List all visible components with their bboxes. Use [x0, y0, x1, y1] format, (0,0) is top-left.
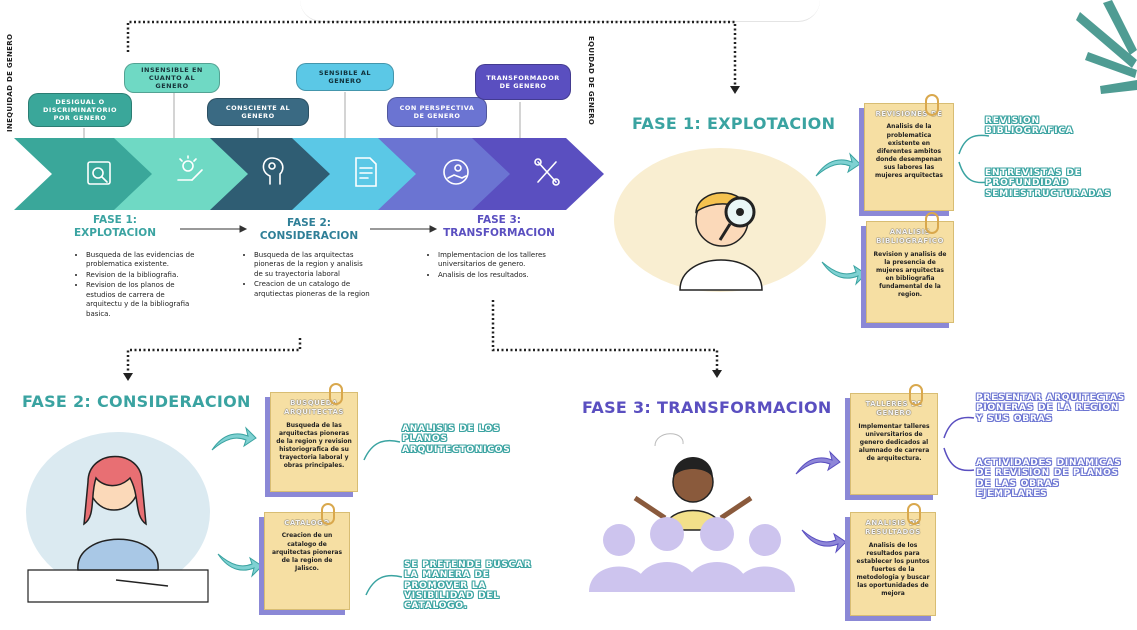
fase3-note-1: TALLERES DE GENERO Implementar talleres … — [850, 384, 938, 495]
document-icon — [355, 157, 377, 187]
fase3-note-2: ANALISIS DE RESULTADOS Analisis de los r… — [850, 503, 936, 616]
fase2-note-1: BUSQUEDA ARQUITECTAS Busqueda de las arq… — [270, 383, 358, 492]
squiggle-arrows — [365, 574, 403, 596]
summary-phase-2-list: Busqueda de las arquitectas pioneras de … — [244, 251, 372, 300]
summary-phase-3-list: Implementacion de los talleres universit… — [428, 251, 568, 281]
fase1-illustration — [614, 148, 826, 292]
squiggle-arrows — [363, 439, 401, 461]
fase2-outcome-2: SE PRETENDE BUSCAR LA MANERA DE PROMOVER… — [404, 560, 532, 612]
paperclip-icon — [909, 384, 923, 406]
fase3-title: FASE 3: TRANSFORMACION — [582, 398, 832, 417]
arrow-icon — [801, 529, 847, 554]
idea-pencil-icon — [177, 155, 203, 181]
list-item: Busqueda de las arquitectas pioneras de … — [254, 251, 372, 279]
squiggle-arrows — [958, 134, 990, 184]
arrow-icon — [821, 261, 867, 286]
list-item: Implementacion de los talleres universit… — [438, 251, 568, 270]
list-item: Analisis de los resultados. — [438, 271, 568, 280]
chevron-band — [14, 138, 604, 210]
axis-label-inequity: INEQUIDAD DE GENERO — [6, 33, 14, 132]
chevron-2 — [114, 138, 260, 210]
chevron-6 — [472, 138, 604, 210]
tools-icon — [534, 158, 560, 186]
chevron-3 — [210, 138, 342, 210]
leaf-decoration-icon — [1076, 0, 1137, 94]
fase3-outcome-1: PRESENTAR ARQUITECTAS PIONERAS DE LA REG… — [976, 393, 1126, 424]
fase2-note-2: CATALOGO Creacion de un catalogo de arqu… — [264, 503, 350, 610]
arrow-icon — [211, 426, 257, 451]
level-pill-2: INSENSIBLE EN CUANTO AL GENERO — [124, 63, 220, 93]
magnifier-icon — [87, 161, 111, 185]
fase1-note-2: ANALISIS BIBLIOGRAFICO Revision y analis… — [866, 212, 954, 323]
chevron-5 — [378, 138, 522, 210]
fase2-illustration — [26, 432, 210, 603]
fase1-outcome-2: ENTREVISTAS DE PROFUNDIDAD SEMIESTRUCTUR… — [985, 168, 1112, 199]
paperclip-icon — [925, 212, 939, 234]
paperclip-icon — [925, 94, 939, 116]
paperclip-icon — [907, 503, 921, 525]
fase1-outcome-1: REVISION BIBLIOGRAFICA — [985, 116, 1074, 137]
fase1-note-1: REVISIONES DE Analisis de la problematic… — [864, 94, 954, 211]
list-item: Creacion de un catalogo de arqutiectas p… — [254, 280, 372, 299]
fase1-title: FASE 1: EXPLOTACION — [632, 114, 836, 133]
list-item: Busqueda de las evidencias de problemati… — [86, 251, 196, 270]
paperclip-icon — [329, 383, 343, 405]
brain-bulb-icon — [262, 157, 284, 185]
axis-label-equity: EQUIDAD DE GENERO — [587, 36, 595, 126]
summary-phase-1-list: Busqueda de las evidencias de problemati… — [76, 251, 196, 320]
chevron-1 — [14, 138, 164, 210]
paperclip-icon — [321, 503, 335, 525]
level-pill-4: SENSIBLE AL GENERO — [296, 63, 394, 91]
level-pill-1: DESIGUAL O DISCRIMINATORIO POR GENERO — [28, 93, 132, 127]
summary-phase-1-title: FASE 1: EXPLOTACION — [73, 214, 156, 239]
top-decorative-bar — [300, 0, 820, 22]
arrow-icon — [217, 553, 263, 578]
fase3-illustration — [589, 433, 795, 592]
chevron-4 — [292, 138, 428, 210]
arrow-icon — [795, 450, 841, 475]
summary-phase-3-title: FASE 3: TRANSFORMACION — [443, 214, 555, 239]
fase2-title: FASE 2: CONSIDERACION — [22, 392, 251, 411]
level-pill-6: TRANSFORMADOR DE GENERO — [475, 64, 571, 100]
summary-phase-2-title: FASE 2: CONSIDERACION — [259, 217, 359, 242]
arrow-icon — [815, 152, 861, 177]
level-pill-5: CON PERSPECTIVA DE GENERO — [387, 97, 487, 127]
fase2-outcome-1: ANALISIS DE LOS PLANOS ARQUITECTONICOS — [402, 424, 511, 455]
squiggle-arrows — [943, 416, 975, 472]
fase3-outcome-2: ACTIVIDADES DINAMICAS DE REVISION DE PLA… — [976, 458, 1122, 500]
level-pill-3: CONSCIENTE AL GENERO — [207, 98, 309, 126]
list-item: Revision de los planos de estudios de ca… — [86, 281, 196, 319]
list-item: Revision de la bibliografia. — [86, 271, 196, 280]
hand-coin-icon — [443, 159, 469, 185]
